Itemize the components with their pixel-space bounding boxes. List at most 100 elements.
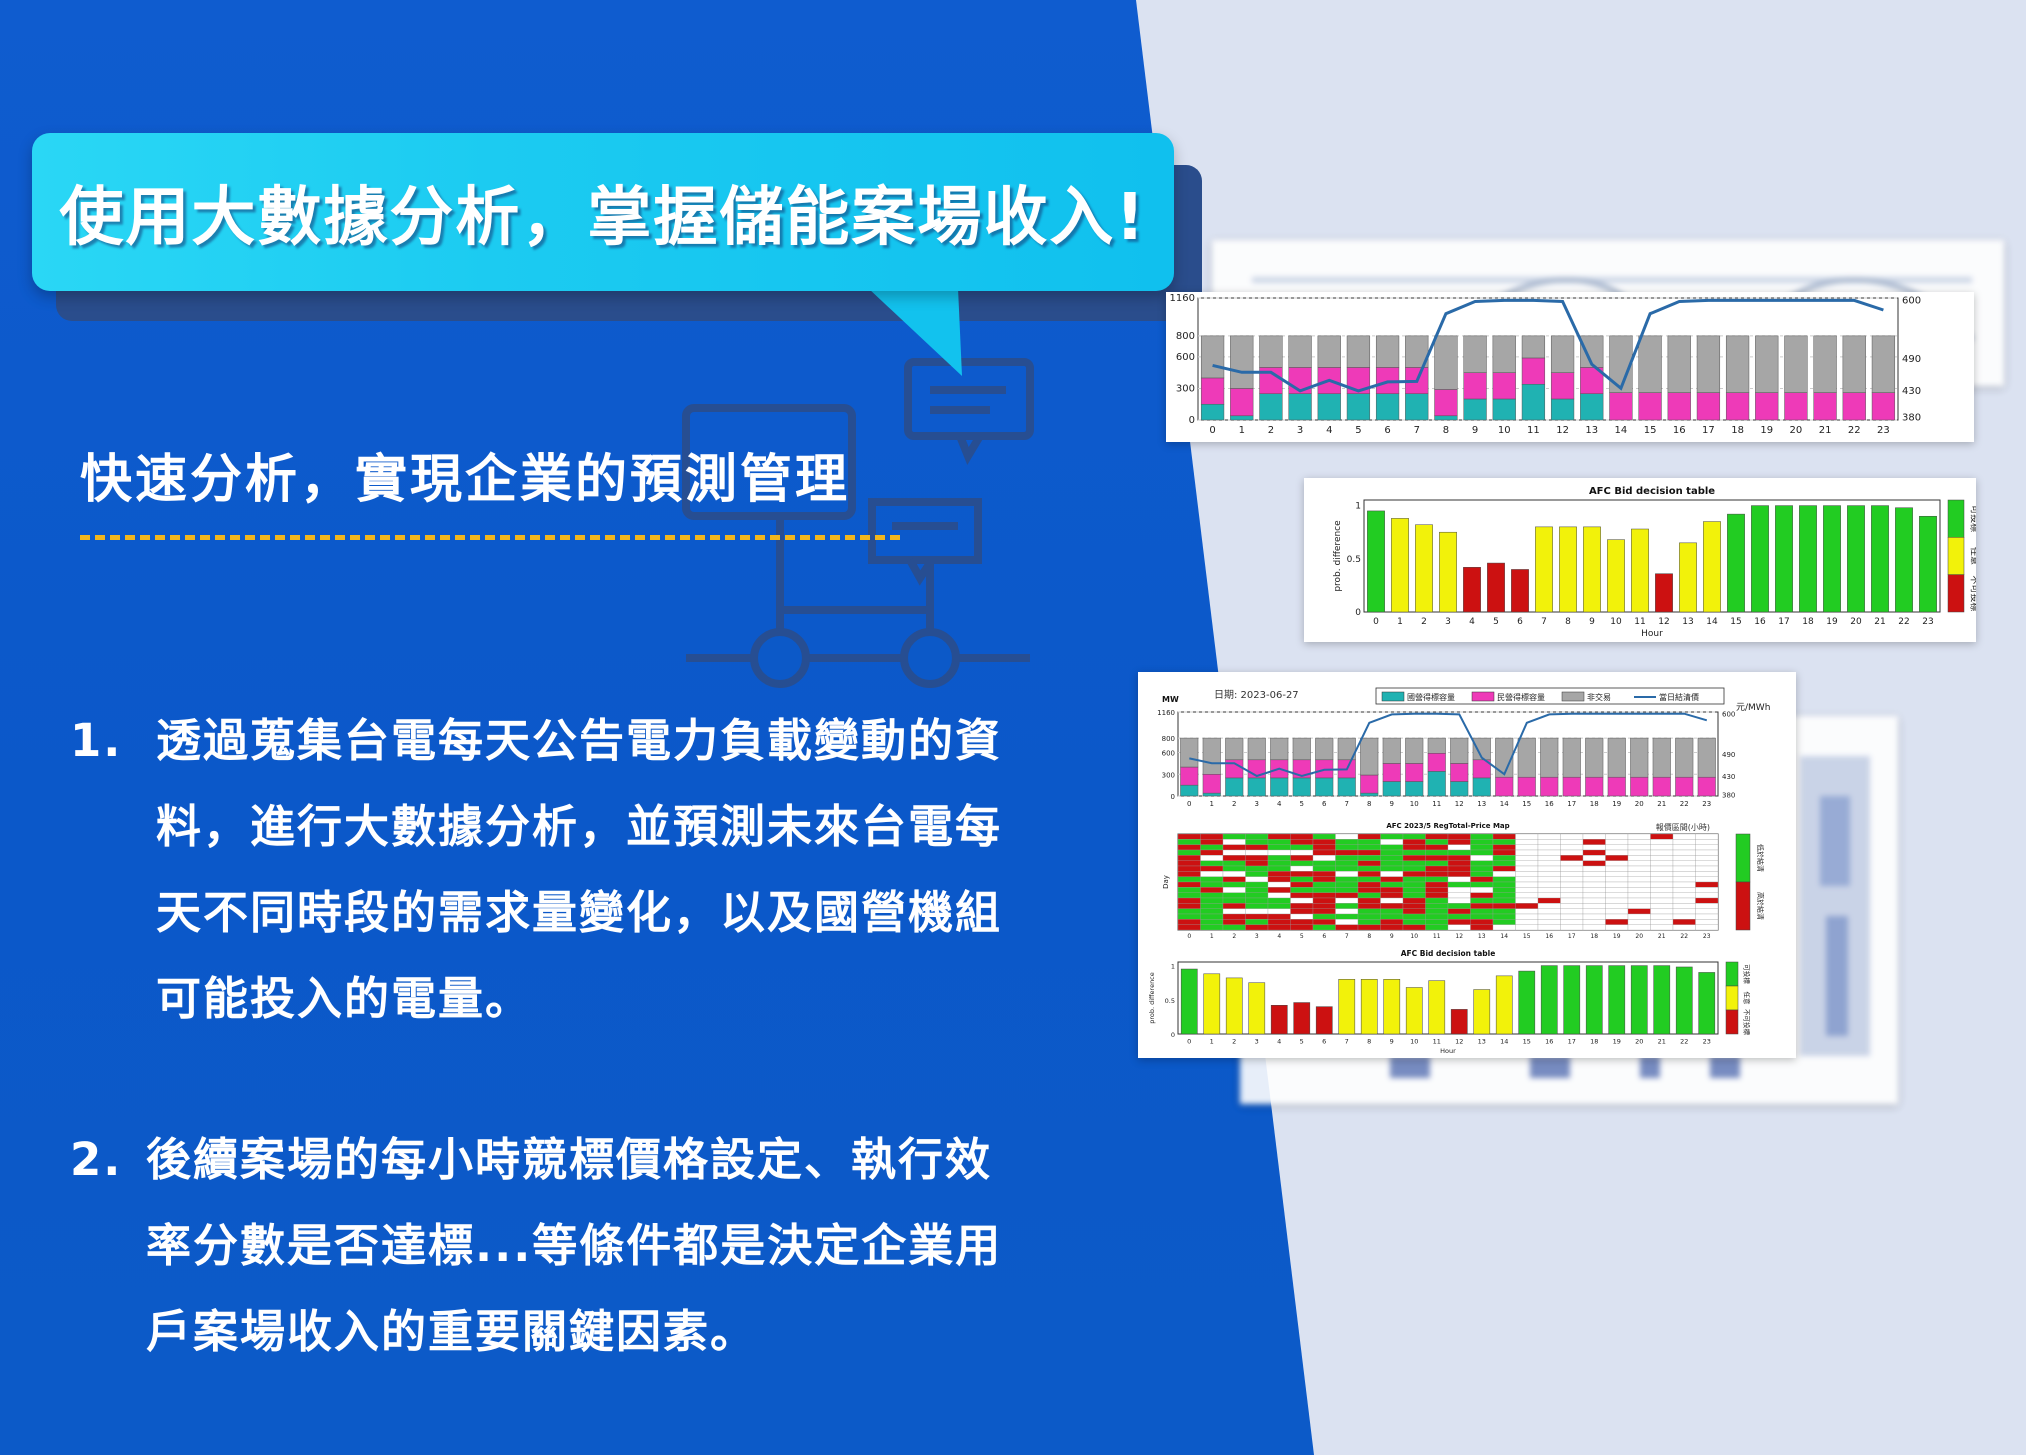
- map-cell: [1447, 839, 1471, 845]
- map-cell: [1425, 844, 1449, 851]
- map-cell: [1560, 871, 1584, 877]
- map-cell: [1627, 844, 1651, 851]
- map-cell: [1515, 924, 1539, 931]
- map-cell: [1695, 860, 1719, 867]
- map-cell: [1492, 833, 1516, 840]
- map-cell: [1470, 860, 1494, 867]
- map-cell: [1245, 903, 1269, 909]
- map-cell: [1650, 919, 1674, 925]
- map-cell: [1515, 844, 1539, 851]
- point-line: 可能投入的電量。: [156, 972, 533, 1025]
- map-cell: [1222, 897, 1246, 904]
- x-tick-label: 16: [1673, 425, 1686, 436]
- map-cell: [1402, 849, 1426, 856]
- x-tick-label: 0: [1209, 425, 1215, 436]
- map-cell: [1560, 881, 1584, 888]
- map-cell: [1537, 844, 1561, 851]
- map-cell: [1425, 855, 1449, 861]
- x-tick-label: 15: [1523, 1038, 1531, 1046]
- y-left-tick-label: 1160: [1157, 709, 1175, 717]
- map-cell: [1560, 833, 1584, 840]
- x-tick-label: 5: [1300, 933, 1304, 940]
- map-cell: [1200, 924, 1224, 931]
- x-tick-label: 18: [1590, 800, 1599, 808]
- bar-magenta: [1638, 392, 1662, 421]
- map-cell: [1267, 855, 1291, 861]
- legend-swatch: [1725, 985, 1739, 1011]
- map-cell: [1335, 903, 1359, 909]
- map-cell: [1605, 887, 1629, 893]
- bar-magenta: [1696, 392, 1721, 421]
- decision-bar: [1511, 569, 1529, 613]
- map-cell: [1312, 908, 1336, 915]
- bar-gray: [1697, 737, 1716, 778]
- map-cell: [1312, 903, 1336, 909]
- x-tick-label: 21: [1658, 933, 1666, 940]
- map-cell: [1335, 892, 1359, 899]
- x-tick-label: 13: [1478, 933, 1486, 940]
- map-cell: [1200, 881, 1224, 888]
- decision-bar: [1655, 573, 1673, 613]
- map-ylabel: Day: [1162, 875, 1170, 889]
- map-cell: [1582, 876, 1606, 883]
- map-cell: [1267, 892, 1291, 899]
- map-cell: [1515, 903, 1539, 909]
- map-cell: [1560, 924, 1584, 931]
- map-cell: [1312, 887, 1336, 893]
- map-cell: [1357, 844, 1381, 851]
- map-cell: [1605, 919, 1629, 925]
- bar-gray: [1580, 335, 1604, 368]
- map-cell: [1357, 908, 1381, 915]
- map-cell: [1605, 876, 1629, 883]
- map-cell: [1380, 860, 1404, 867]
- map-cell: [1627, 839, 1651, 845]
- point-line: 率分數是否達標...等條件都是決定企業用: [146, 1219, 1003, 1272]
- point-line: 天不同時段的需求量變化，以及國營機組: [156, 886, 1003, 939]
- y-right-tick-label: 600: [1722, 711, 1735, 719]
- map-cell: [1582, 865, 1606, 872]
- map-cell: [1672, 860, 1696, 867]
- x-tick-label: 18: [1590, 933, 1598, 940]
- y-axis-label: prob. difference: [1148, 972, 1156, 1024]
- bar-gray: [1200, 335, 1225, 379]
- map-cell: [1470, 833, 1494, 840]
- map-cell: [1402, 860, 1426, 867]
- decision-bar: [1367, 510, 1385, 613]
- bar-gray: [1202, 737, 1221, 775]
- map-cell: [1357, 871, 1381, 877]
- y-tick-label: 0.5: [1347, 555, 1361, 565]
- map-cell: [1447, 924, 1471, 931]
- map-cell: [1245, 855, 1269, 861]
- map-cell: [1470, 844, 1494, 851]
- x-tick-label: 21: [1658, 1038, 1666, 1046]
- decision-bar: [1675, 966, 1693, 1035]
- bar-teal: [1405, 781, 1424, 797]
- map-cell: [1447, 887, 1471, 893]
- decision-bar: [1679, 542, 1697, 613]
- bar-gray: [1382, 737, 1401, 764]
- x-tick-label: 6: [1322, 800, 1327, 808]
- map-cell: [1672, 855, 1696, 861]
- legend-swatch: [1381, 691, 1405, 702]
- point-number: 2.: [70, 1133, 123, 1186]
- map-cell: [1267, 908, 1291, 915]
- map-cell: [1200, 919, 1224, 925]
- map-cell: [1290, 919, 1314, 925]
- x-tick-label: 21: [1874, 617, 1885, 627]
- y-right-tick-label: 490: [1902, 354, 1921, 365]
- map-cell: [1560, 839, 1584, 845]
- unit-label: 元/MWh: [1736, 703, 1770, 713]
- map-cell: [1492, 908, 1516, 915]
- x-tick-label: 19: [1613, 933, 1621, 940]
- map-cell: [1605, 903, 1629, 909]
- map-cell: [1335, 833, 1359, 840]
- bar-magenta: [1521, 357, 1546, 385]
- bar-magenta: [1871, 392, 1896, 421]
- x-axis-label: Hour: [1641, 629, 1663, 639]
- map-cell: [1267, 913, 1291, 920]
- map-cell: [1515, 897, 1539, 904]
- legend-label: 可投標: [1742, 964, 1751, 984]
- map-cell: [1402, 924, 1426, 931]
- map-cell: [1312, 913, 1336, 920]
- map-cell: [1492, 903, 1516, 909]
